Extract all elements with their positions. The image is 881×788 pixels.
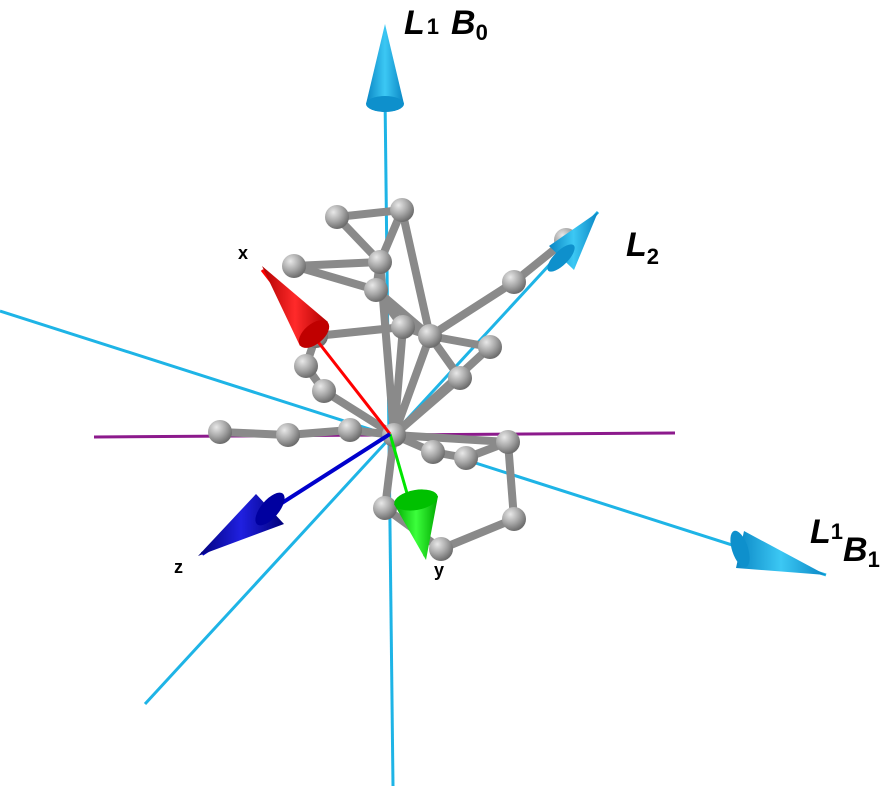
l1b0-axis-arrow bbox=[366, 24, 404, 104]
atom bbox=[454, 446, 478, 470]
y-axis-arrow bbox=[394, 496, 438, 560]
x-axis-arrow-base bbox=[298, 320, 330, 348]
symmetry-axis-arrows bbox=[366, 24, 826, 575]
z-axis-arrow-base bbox=[255, 492, 285, 526]
atom bbox=[390, 198, 414, 222]
atom bbox=[429, 537, 453, 561]
bond bbox=[398, 206, 434, 340]
l2-axis-arrow-base bbox=[547, 244, 575, 272]
atom bbox=[502, 507, 526, 531]
atom bbox=[338, 418, 362, 442]
bond bbox=[390, 374, 464, 439]
atom bbox=[418, 324, 442, 348]
y-axis-arrow-base bbox=[394, 489, 438, 511]
label-x-axis: x bbox=[238, 243, 248, 263]
l1b1-axis-arrow bbox=[736, 531, 826, 575]
bond bbox=[290, 258, 384, 270]
atom bbox=[478, 335, 502, 359]
bond bbox=[504, 438, 518, 523]
bond bbox=[390, 332, 434, 439]
atom bbox=[325, 205, 349, 229]
atom bbox=[282, 254, 306, 278]
bond bbox=[290, 262, 380, 294]
bond bbox=[320, 387, 398, 439]
atom bbox=[391, 315, 415, 339]
atom bbox=[294, 354, 318, 378]
label-l1b1: L1B1 bbox=[810, 513, 880, 572]
atom bbox=[208, 420, 232, 444]
bond bbox=[390, 431, 512, 446]
atom bbox=[312, 379, 336, 403]
atom bbox=[496, 430, 520, 454]
l1b0-axis-arrow-base bbox=[366, 96, 404, 112]
atom bbox=[276, 423, 300, 447]
coordinate-axes bbox=[198, 266, 438, 560]
bond bbox=[390, 323, 407, 439]
label-l2: L2 bbox=[626, 226, 659, 269]
atom bbox=[368, 250, 392, 274]
label-y-axis: y bbox=[434, 560, 444, 580]
atom bbox=[502, 270, 526, 294]
bond bbox=[437, 515, 518, 553]
bond bbox=[426, 278, 518, 340]
label-z-axis: z bbox=[174, 557, 183, 577]
atom bbox=[448, 366, 472, 390]
l2-axis-line bbox=[143, 210, 600, 706]
atom bbox=[421, 440, 445, 464]
atom bbox=[364, 278, 388, 302]
atom bbox=[373, 496, 397, 520]
l1b1-axis-arrow-base bbox=[730, 530, 750, 568]
